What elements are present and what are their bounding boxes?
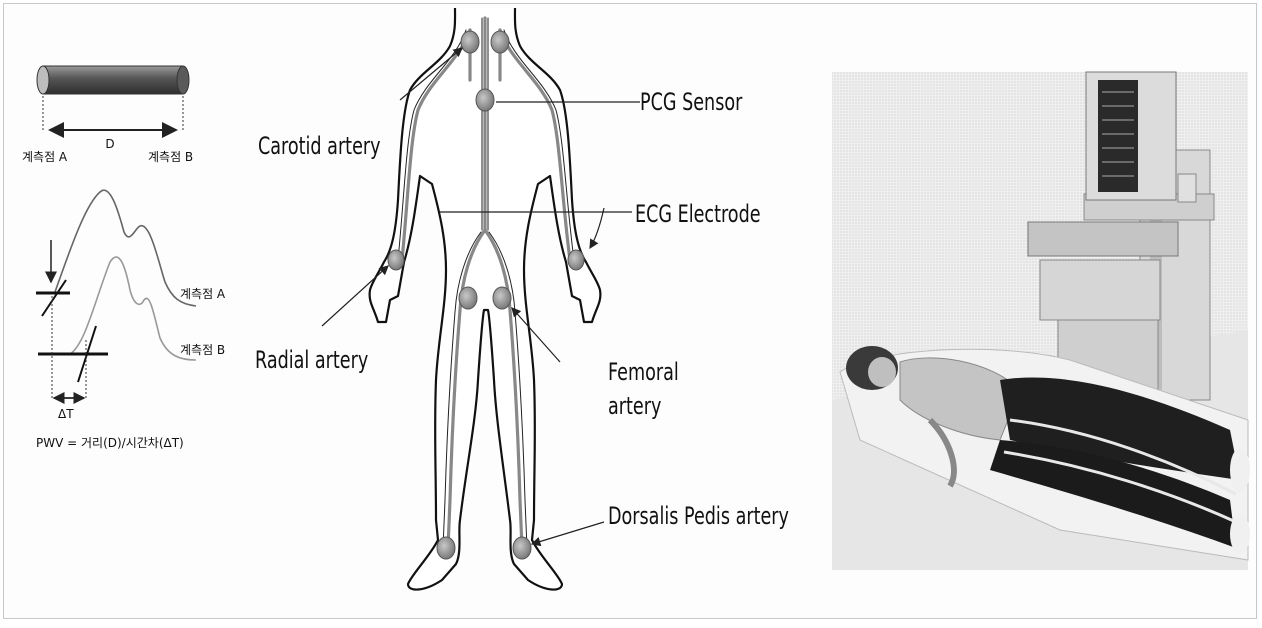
sensor-radial-right <box>568 250 584 270</box>
pwv-device-photo <box>832 72 1250 570</box>
label-pcg-sensor: PCG Sensor <box>640 88 743 115</box>
label-femoral-line1: Femoral <box>608 358 679 385</box>
sensor-radial-left <box>388 250 404 270</box>
sensor-dorsalis-right <box>513 537 531 559</box>
sensor-pcg <box>476 89 494 111</box>
delta-t-label: ΔT <box>58 407 74 421</box>
distance-label: D <box>105 137 114 151</box>
artery-segment <box>37 66 189 94</box>
pwv-formula: PWV = 거리(D)/시간차(ΔT) <box>36 436 184 450</box>
sensor-carotid-left <box>461 31 479 53</box>
label-carotid-artery: Carotid artery <box>258 132 381 159</box>
waveform-a <box>55 190 196 306</box>
sensor-dorsalis-left <box>437 537 455 559</box>
sensor-femoral-right <box>493 287 511 309</box>
sensor-carotid-right <box>491 31 509 53</box>
label-radial-artery: Radial artery <box>255 346 368 373</box>
waveform-b-label: 계측점 B <box>180 343 225 357</box>
pwv-diagram: D 계측점 A 계측점 B 계측점 A 계측점 B ΔT PWV = 거리(D)… <box>22 66 226 450</box>
label-dorsalis-pedis-artery: Dorsalis Pedis artery <box>608 502 789 529</box>
label-femoral-line2: artery <box>608 392 661 419</box>
point-a-label: 계측점 A <box>22 150 68 164</box>
waveform-a-label: 계측점 A <box>180 287 226 301</box>
sensor-femoral-left <box>459 287 477 309</box>
label-ecg-electrode: ECG Electrode <box>635 200 761 227</box>
human-body-diagram: Carotid artery PCG Sensor ECG Electrode … <box>255 8 789 590</box>
waveform-b <box>70 257 196 360</box>
point-b-label: 계측점 B <box>148 150 193 164</box>
